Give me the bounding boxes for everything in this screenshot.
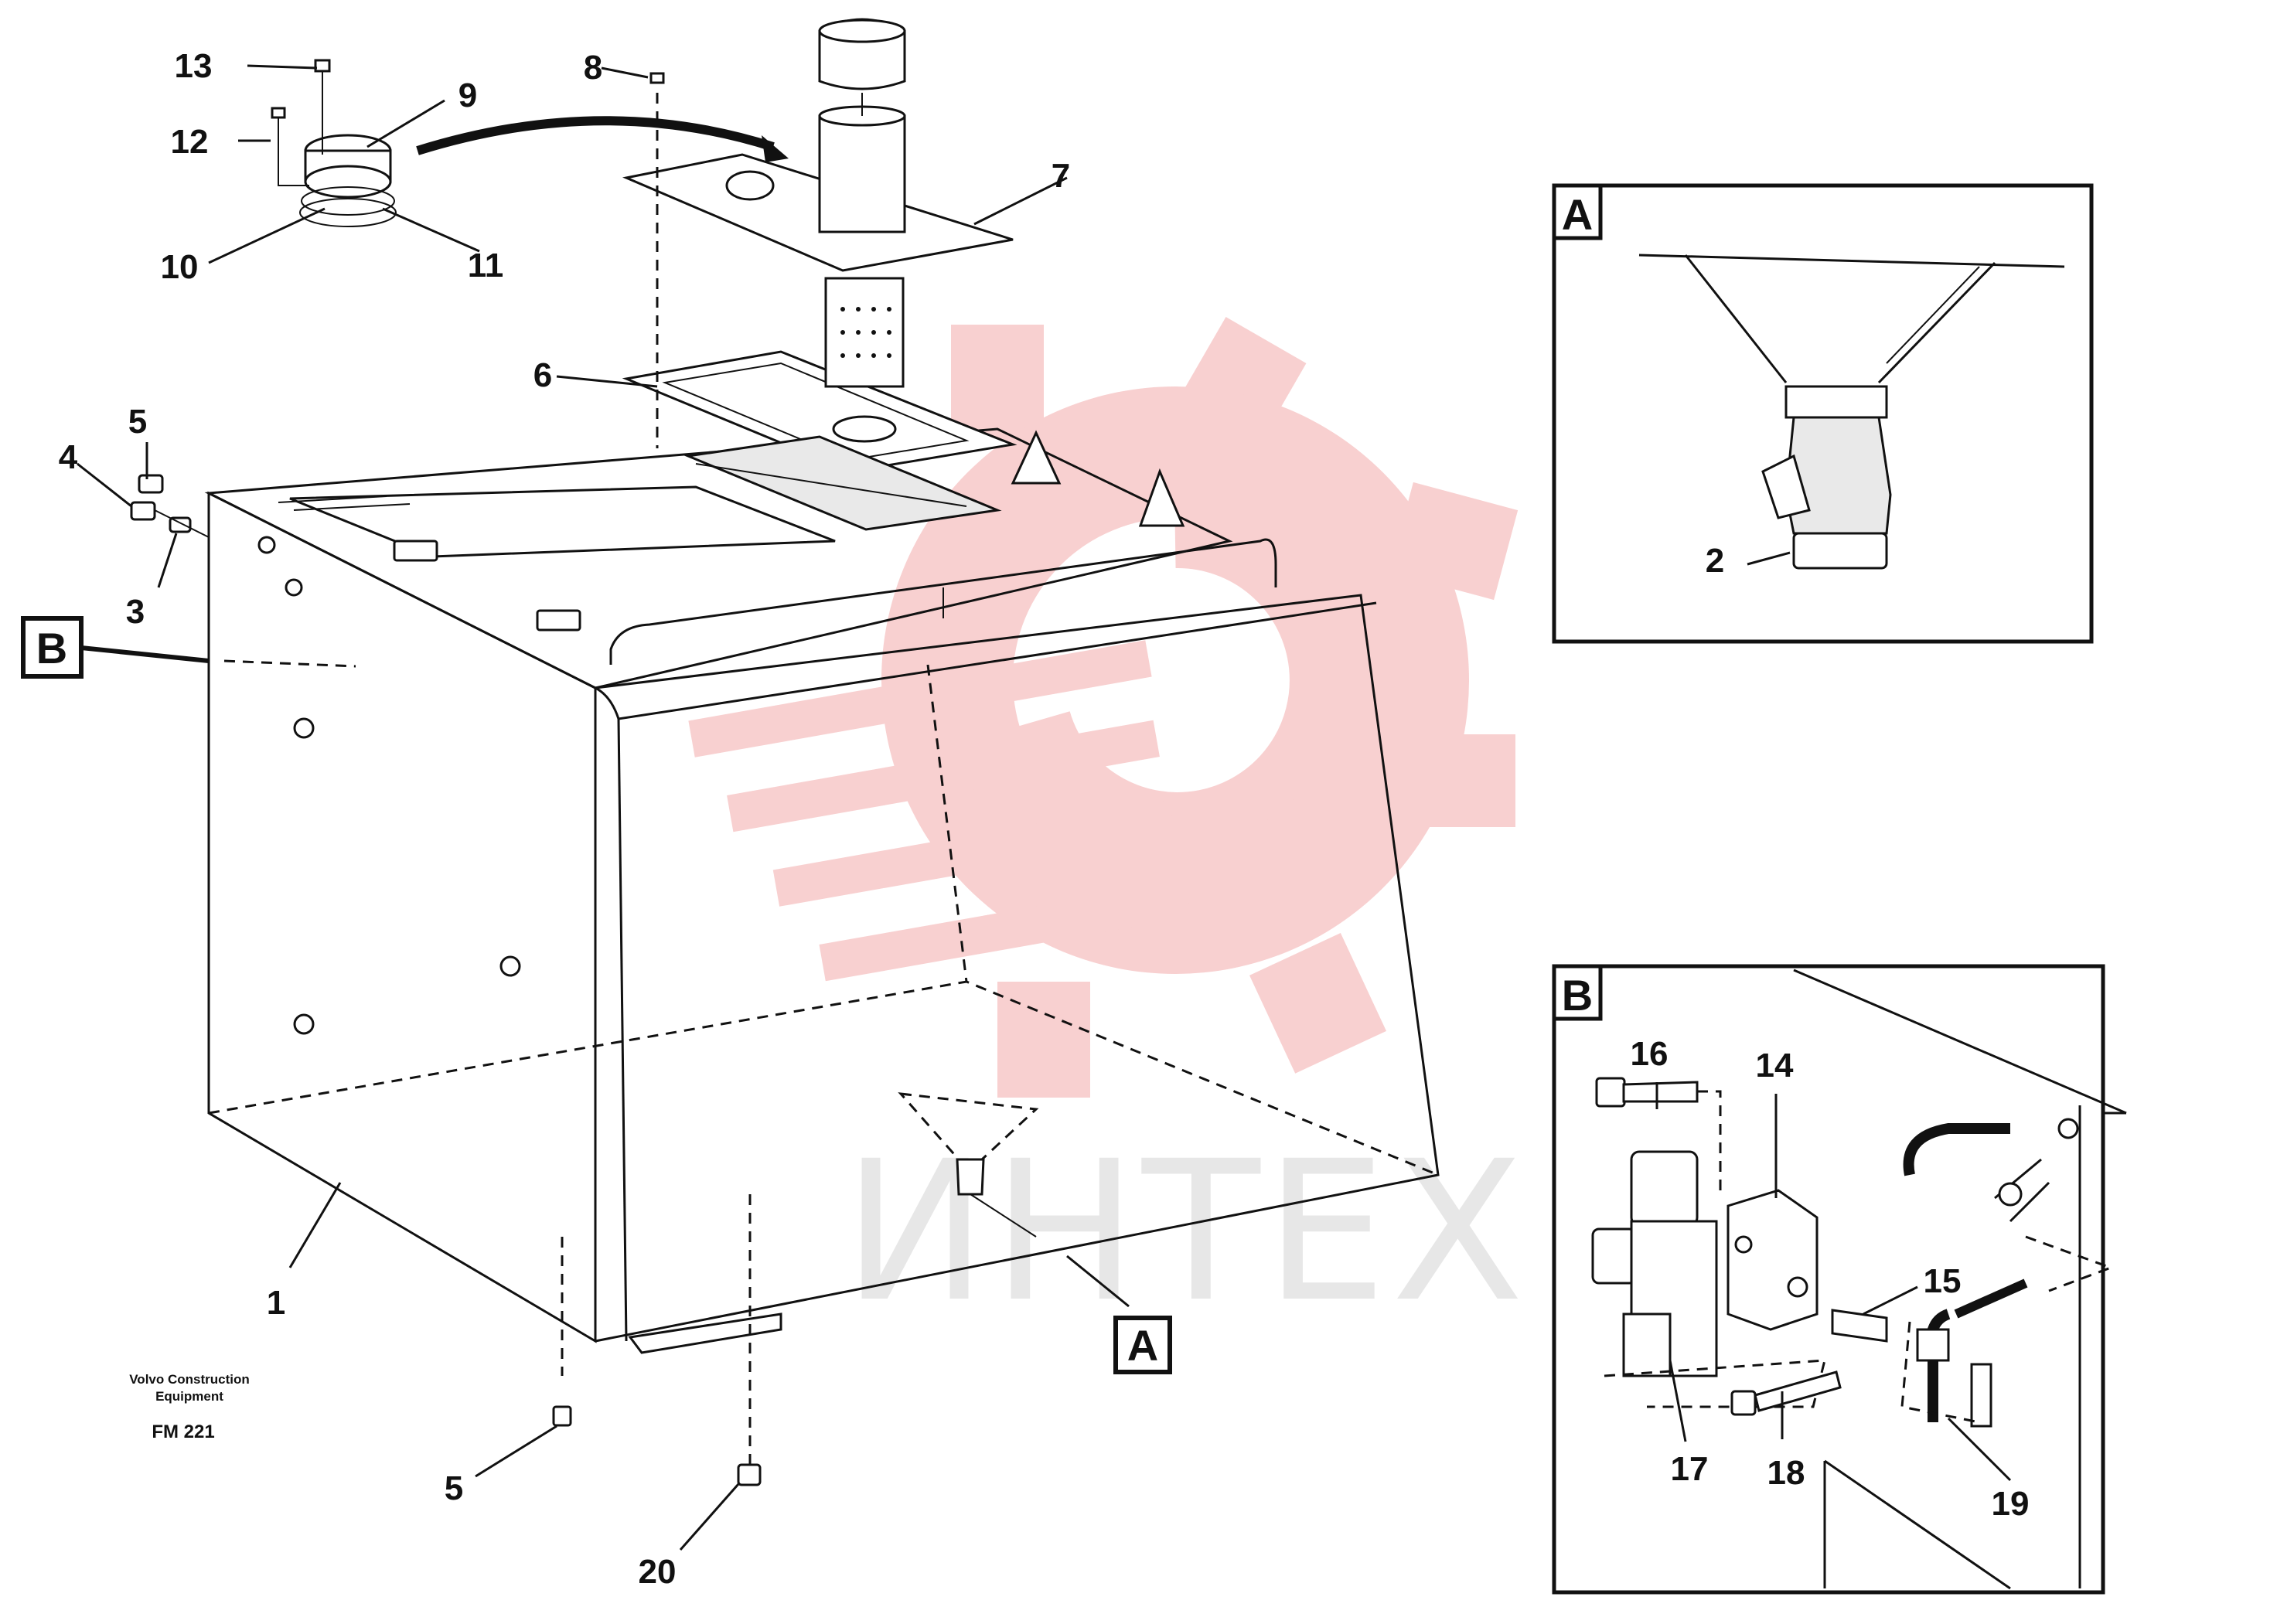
view-reference-b: B — [21, 616, 84, 679]
view-ref-b-label: B — [36, 624, 67, 672]
drain-plugs — [552, 1405, 762, 1486]
breather-fittings — [130, 474, 210, 538]
company-line-2: Equipment — [155, 1389, 223, 1404]
callout-14: 14 — [1756, 1047, 1794, 1084]
callout-15: 15 — [1924, 1262, 1962, 1300]
callout-5-top: 5 — [128, 403, 147, 441]
detail-a-box — [1552, 183, 2094, 644]
callout-2: 2 — [1706, 542, 1724, 580]
callout-19: 19 — [1992, 1485, 2030, 1523]
callout-20: 20 — [639, 1553, 677, 1591]
view-ref-a-label: A — [1127, 1321, 1158, 1370]
callout-11: 11 — [468, 247, 504, 284]
view-reference-a: A — [1113, 1316, 1172, 1374]
footer: Volvo Construction Equipment FM 221 — [129, 1372, 250, 1442]
callout-1: 1 — [267, 1284, 285, 1322]
callout-8: 8 — [584, 49, 602, 87]
callout-16: 16 — [1631, 1035, 1669, 1073]
level-switch-assembly — [271, 59, 397, 227]
callout-numbers: 13 12 9 10 11 8 7 6 5 4 3 1 5 20 2 16 14… — [59, 47, 2030, 1591]
callout-17: 17 — [1671, 1450, 1709, 1488]
callout-3: 3 — [126, 593, 145, 631]
callout-6: 6 — [533, 356, 552, 394]
detail-a-label: A — [1562, 190, 1593, 239]
watermark-gear-logo — [688, 317, 1519, 1098]
filter-assembly — [416, 18, 1017, 531]
company-line-1: Volvo Construction — [129, 1372, 250, 1387]
callout-12: 12 — [171, 123, 209, 161]
leader-lines — [77, 64, 2012, 1551]
callout-13: 13 — [175, 47, 213, 85]
drawing-code: FM 221 — [152, 1421, 214, 1442]
callout-9: 9 — [458, 77, 477, 114]
callout-10: 10 — [161, 248, 199, 286]
callout-18: 18 — [1767, 1454, 1805, 1492]
callout-7: 7 — [1052, 157, 1070, 195]
detail-b-label: B — [1562, 971, 1593, 1020]
watermark-text: ИНТЕХ — [843, 1119, 1529, 1344]
detail-b-box — [1552, 964, 2127, 1595]
callout-4: 4 — [59, 438, 78, 476]
callout-5-bottom: 5 — [445, 1469, 463, 1507]
